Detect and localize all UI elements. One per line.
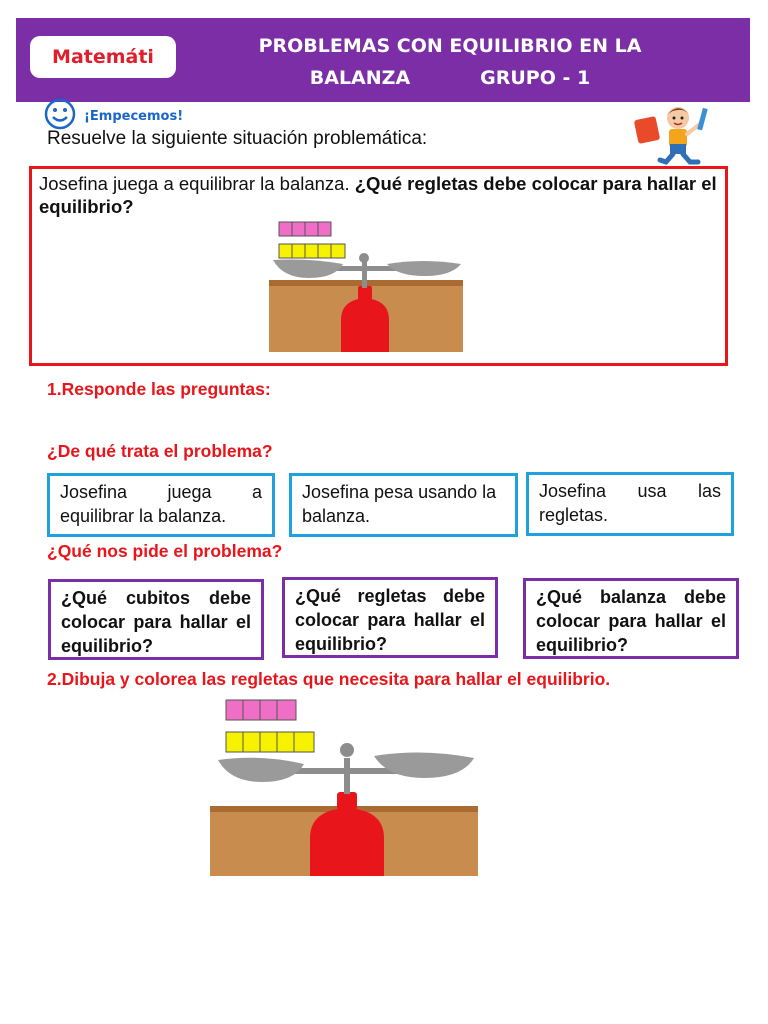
subject-badge: Matemáti bbox=[30, 36, 176, 78]
start-label: ¡Empecemos! bbox=[84, 109, 184, 124]
section-1-title: 1.Responde las preguntas: bbox=[47, 379, 271, 399]
request-option-2[interactable]: ¿Qué regletas debe colocar para hallar e… bbox=[282, 577, 498, 658]
request-option-3[interactable]: ¿Qué balanza debe colocar para hallar el… bbox=[523, 578, 739, 659]
title-line-2: BALANZA GRUPO - 1 bbox=[240, 62, 660, 94]
answer-option-2[interactable]: Josefina pesa usando la balanza. bbox=[289, 473, 518, 537]
instruction-text: Resuelve la siguiente situación problemá… bbox=[47, 128, 428, 149]
balance-scale-drawing-area bbox=[210, 699, 478, 876]
request-option-1[interactable]: ¿Qué cubitos debe colocar para hallar el… bbox=[48, 579, 264, 660]
answer-option-3[interactable]: Josefina usa las regletas. bbox=[526, 472, 734, 536]
problem-box bbox=[29, 166, 728, 366]
question-2: ¿Qué nos pide el problema? bbox=[47, 541, 283, 561]
problem-question: ¿Qué regletas debe colocar para hallar e… bbox=[39, 173, 717, 217]
group-label: GRUPO - 1 bbox=[480, 67, 591, 89]
problem-statement: Josefina juega a equilibrar la balanza. … bbox=[39, 172, 719, 218]
question-1: ¿De qué trata el problema? bbox=[47, 441, 273, 461]
section-2-title: 2.Dibuja y colorea las regletas que nece… bbox=[47, 669, 611, 689]
title-line-1: PROBLEMAS CON EQUILIBRIO EN LA bbox=[258, 35, 642, 57]
smiley-icon bbox=[44, 98, 76, 130]
page-title: PROBLEMAS CON EQUILIBRIO EN LA BALANZA GR… bbox=[240, 30, 660, 94]
title-balanza: BALANZA bbox=[309, 67, 411, 89]
problem-text: Josefina juega a equilibrar la balanza. bbox=[39, 173, 350, 194]
answer-option-1[interactable]: Josefina juega a equilibrar la balanza. bbox=[47, 473, 275, 537]
balance-scale-illustration bbox=[269, 221, 463, 352]
running-kid-illustration bbox=[634, 107, 708, 165]
